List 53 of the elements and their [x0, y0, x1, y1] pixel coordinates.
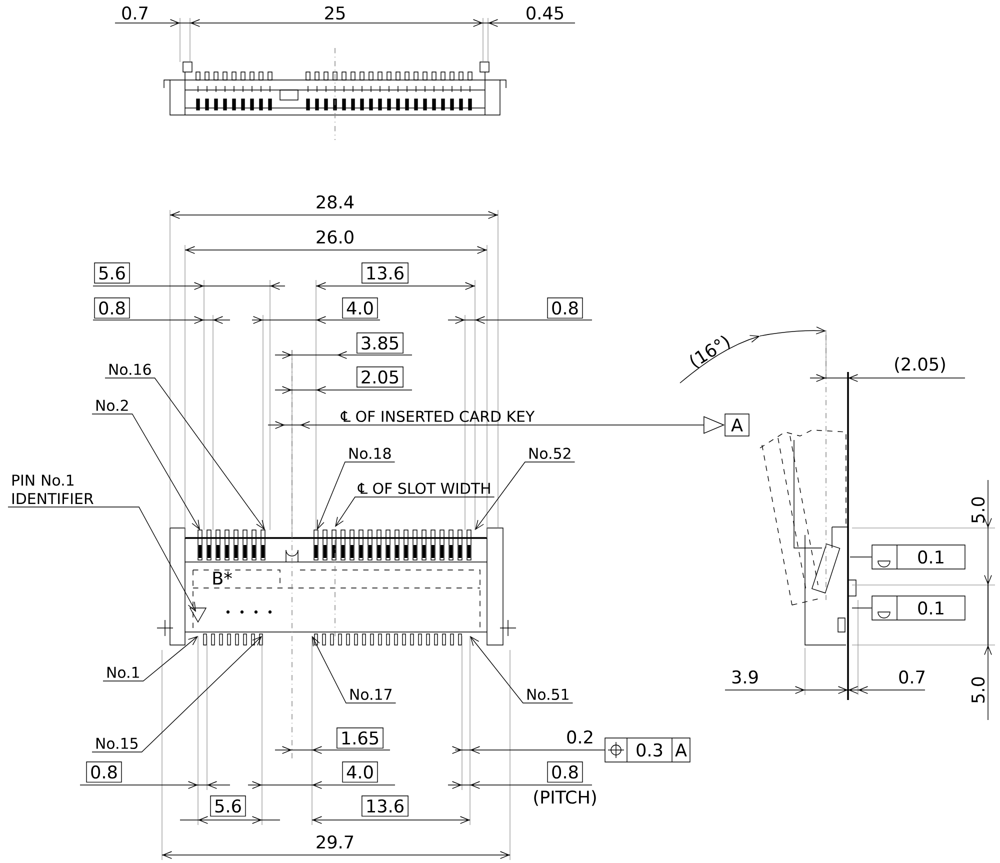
leader-line [104, 378, 265, 530]
leader-line [475, 462, 576, 530]
basic-dimension: 5.6 [94, 262, 130, 284]
callout-text: ℄ OF INSERTED CARD KEY [340, 410, 535, 422]
basic-dimension: 1.65 [336, 728, 384, 749]
leader-line [92, 636, 262, 752]
leader-line [470, 636, 574, 704]
dimension-value: (PITCH) [534, 790, 596, 806]
dimension-value: 28.4 [316, 195, 354, 209]
basic-dimension: 0.8 [547, 298, 583, 319]
dimension-value: B* [213, 571, 232, 585]
callout-text: PIN No.1 IDENTIFIER [12, 474, 94, 504]
basic-dimension: 2.05 [356, 366, 404, 388]
leader-line [317, 462, 396, 530]
basic-dimension: 3.85 [356, 332, 404, 354]
leader-line [850, 556, 872, 558]
profile-tolerance-frame: 0.1 [872, 596, 966, 620]
leader-line [312, 636, 396, 704]
dimension-value: 29.7 [316, 835, 354, 849]
dimension-value: 3.9 [732, 670, 758, 684]
callout-text: ℄ OF SLOT WIDTH [358, 482, 490, 494]
basic-dimension: 5.6 [210, 796, 246, 817]
callout-text: No.2 [96, 400, 128, 412]
basic-dimension: 13.6 [362, 796, 408, 817]
dimension-value: 26.0 [316, 230, 354, 244]
dimension-value: 0.45 [526, 6, 564, 20]
leader-line [92, 414, 200, 530]
basic-dimension: 0.8 [547, 762, 583, 783]
dimension-value: (2.05) [895, 357, 945, 373]
dimension-value: 0.7 [122, 6, 148, 20]
callout-text: No.1 [107, 666, 139, 678]
callout-text: No.51 [527, 688, 568, 700]
leader-line [102, 636, 198, 682]
dimension-value: 0.7 [899, 670, 924, 684]
basic-dimension: 4.0 [342, 762, 378, 783]
basic-dimension: 0.8 [94, 298, 130, 319]
callout-text: No.18 [349, 448, 391, 460]
basic-dimension: 13.6 [362, 262, 408, 284]
position-tolerance-frame: 0.3 A [604, 738, 690, 762]
datum-box: A [724, 414, 750, 436]
callout-text: No.15 [96, 738, 138, 750]
profile-tolerance-frame: 0.1 [872, 544, 966, 570]
leader-line [335, 496, 495, 527]
leader-line [8, 506, 196, 612]
basic-dimension: 0.8 [86, 762, 122, 783]
callout-text: No.17 [350, 688, 392, 700]
dimension-value: 25 [325, 6, 345, 20]
callout-text: No.16 [109, 364, 151, 376]
basic-dimension: 4.0 [342, 298, 378, 319]
dimension-value: 5.0 [971, 677, 985, 703]
callout-text: No.52 [529, 448, 570, 460]
dimension-value: 0.2 [567, 730, 592, 744]
dimension-value: 5.0 [971, 497, 985, 523]
